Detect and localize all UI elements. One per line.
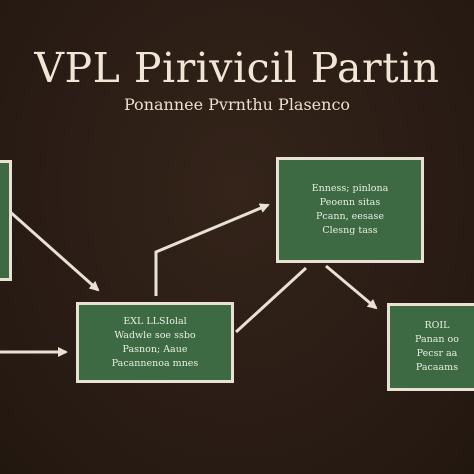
arrow-mid-to-top-link <box>234 266 308 334</box>
diagram-title: VPL Pirivicil Partin <box>34 44 440 92</box>
box-top-line-3: Pcann, eesase <box>316 211 384 222</box>
left-edge-box <box>0 160 12 281</box>
box-mid-line-1: EXL LLSIolal <box>123 315 187 327</box>
box-top-line-1: Enness; pinlona <box>311 183 389 194</box>
box-right-line-3: Pecsr aa <box>416 348 458 359</box>
box-right-line-4: Pacaams <box>415 362 459 373</box>
process-box-top: Enness; pinlona Peoenn sitas Pcann, eesa… <box>276 157 424 263</box>
arrow-mid-to-top <box>154 203 270 296</box>
process-box-right: ROIL Panan oo Pecsr aa Pacaams <box>387 303 474 391</box>
box-right-line-2: Panan oo <box>415 334 459 345</box>
process-box-mid: EXL LLSIolal Wadwle soe ssbo Pasnon; Aau… <box>76 302 234 383</box>
arrow-top-to-right <box>325 264 378 310</box>
box-mid-line-4: Pacannenoa mnes <box>111 357 199 369</box>
diagram-subtitle: Ponannee Pvrnthu Plasenco <box>123 95 351 114</box>
box-top-line-4: Clesng tass <box>322 225 378 236</box>
box-mid-line-3: Pasnon; Aaue <box>122 343 188 355</box>
box-top-line-2: Peoenn sitas <box>319 197 381 208</box>
box-right-line-1: ROIL <box>424 320 450 331</box>
box-mid-line-2: Wadwle soe ssbo <box>114 329 196 341</box>
arrow-left-edge-to-mid <box>7 208 100 292</box>
